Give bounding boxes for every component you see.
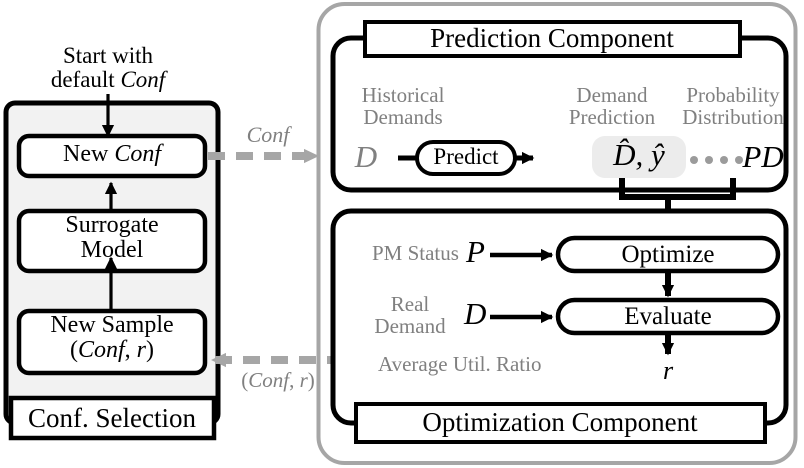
new-conf-label-italic: Conf bbox=[114, 141, 162, 167]
new-sample-paren-open: ( bbox=[69, 336, 78, 363]
return-paren-open: ( bbox=[241, 368, 249, 392]
average-util-ratio-label: Average Util. Ratio bbox=[378, 352, 542, 376]
demand-prediction-head-line2: Prediction bbox=[568, 104, 656, 129]
surrogate-model-line1: Surrogate bbox=[65, 212, 159, 238]
optimization-component-title: Optimization Component bbox=[422, 407, 698, 437]
conf-selection-caption-box bbox=[8, 395, 217, 441]
pm-status-label: PM Status bbox=[372, 241, 459, 265]
optimize-label[interactable]: Optimize bbox=[621, 241, 715, 268]
new-sample-conf: Conf bbox=[77, 336, 125, 363]
new-sample-paren-close: ) bbox=[146, 336, 155, 363]
new-sample-label: New Sample (Conf, r) bbox=[50, 313, 173, 363]
start-note-conf: Conf bbox=[120, 66, 166, 92]
predict-button-label[interactable]: Predict bbox=[433, 144, 499, 169]
surrogate-model-line2: Model bbox=[80, 236, 144, 263]
demand-prediction-head: Demand Prediction bbox=[568, 83, 656, 129]
prediction-component-title: Prediction Component bbox=[430, 23, 674, 53]
return-conf: Conf bbox=[248, 368, 290, 392]
probability-distribution-symbol: PD bbox=[742, 139, 784, 174]
new-sample-comma: , bbox=[124, 336, 137, 363]
demand-prediction-head-line1: Demand bbox=[576, 83, 648, 107]
real-demand-line1: Real bbox=[390, 292, 430, 316]
evaluate-label[interactable]: Evaluate bbox=[624, 303, 712, 330]
historical-demands-head-line1: Historical bbox=[361, 83, 445, 107]
new-conf-label-plain: New bbox=[62, 141, 115, 167]
new-sample-line1: New Sample bbox=[50, 312, 174, 338]
start-note-line1: Start with bbox=[62, 43, 154, 68]
historical-demands-head-line2: Demands bbox=[363, 104, 443, 129]
predict-flow bbox=[398, 140, 535, 176]
demand-prediction-highlight bbox=[592, 136, 686, 178]
system-outer-container bbox=[316, 2, 798, 465]
real-demand-line2: Demand bbox=[374, 313, 446, 338]
conf-forward-label: Conf bbox=[246, 122, 290, 147]
conf-selection-caption: Conf. Selection bbox=[28, 403, 196, 433]
start-note-line2: default Conf bbox=[50, 66, 166, 92]
pm-status-symbol: P bbox=[466, 234, 485, 269]
start-note: Start with default Conf bbox=[51, 44, 165, 92]
new-sample-line2: (Conf, r) bbox=[70, 337, 154, 363]
result-r-symbol: r bbox=[662, 356, 674, 385]
conf-r-return-label: (Conf, r) bbox=[241, 368, 315, 392]
demand-prediction-symbol: D̂, ŷ bbox=[613, 137, 665, 172]
probability-distribution-head-line2: Distribution bbox=[682, 104, 784, 129]
probability-distribution-head-line1: Probability bbox=[686, 83, 780, 107]
historical-demands-head: Historical Demands bbox=[361, 83, 445, 129]
new-conf-box[interactable] bbox=[16, 133, 208, 179]
new-sample-r: r bbox=[136, 336, 147, 363]
probability-distribution-head: Probability Distribution bbox=[682, 83, 784, 129]
real-demand-symbol: D bbox=[464, 296, 487, 331]
surrogate-model-label: Surrogate Model bbox=[65, 213, 158, 263]
return-comma: , bbox=[289, 368, 300, 392]
return-paren-close: ) bbox=[307, 368, 315, 392]
return-r: r bbox=[299, 368, 308, 392]
distribution-dots bbox=[690, 156, 743, 164]
new-conf-label: New Conf bbox=[63, 142, 161, 167]
real-demand-label: Real Demand bbox=[374, 292, 446, 338]
historical-demands-symbol: D bbox=[354, 139, 378, 174]
